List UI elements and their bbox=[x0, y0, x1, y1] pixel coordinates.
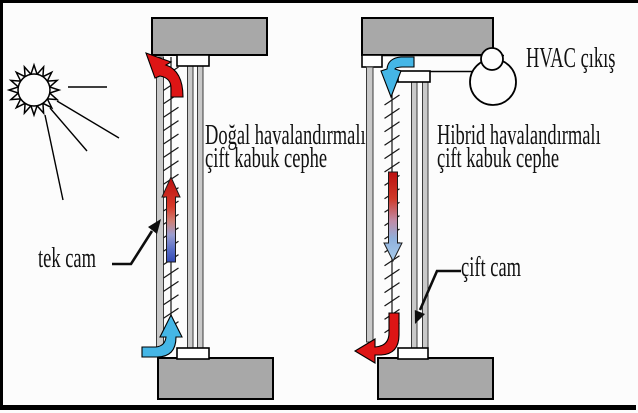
frame-top bbox=[0, 0, 638, 3]
supply-air-down-arrow-icon bbox=[383, 171, 403, 263]
inner-glass-pane-1 bbox=[187, 65, 194, 350]
blind-slat-tick bbox=[163, 307, 179, 319]
blind-slat-tick bbox=[163, 160, 179, 172]
cool-air-supply-arrow-icon bbox=[380, 56, 415, 99]
single-glass-label: tek cam bbox=[38, 243, 96, 274]
caption-line-2: çift kabuk cephe bbox=[205, 143, 328, 174]
inner-double-glass-pane-2 bbox=[422, 81, 429, 351]
concrete-slab-top bbox=[151, 17, 268, 56]
inner-double-glass-pane-1 bbox=[411, 81, 418, 351]
sun-ray bbox=[44, 114, 64, 201]
leader-arrowhead-icon bbox=[414, 310, 425, 324]
hybrid-facade-section bbox=[353, 17, 517, 400]
blind-slat-tick bbox=[384, 161, 400, 173]
natural-facade-section bbox=[141, 17, 274, 400]
fan-scroll-curl bbox=[480, 47, 504, 71]
sun-ray bbox=[49, 107, 88, 152]
blind-slat-tick bbox=[384, 121, 400, 133]
hvac-outlet-label: HVAC çıkış bbox=[526, 43, 616, 74]
tek-cam-leader-arrow bbox=[112, 219, 161, 266]
blind-slat-tick bbox=[384, 107, 400, 119]
caption-line-2: çift kabuk cephe bbox=[437, 143, 560, 174]
concrete-slab-bottom bbox=[157, 357, 274, 400]
natural-facade-caption: Doğal havalandırmalı çift kabuk cephe bbox=[205, 120, 366, 174]
blind-slat-tick bbox=[384, 134, 400, 146]
leader-line bbox=[418, 269, 461, 311]
blind-slat-tick bbox=[163, 267, 179, 279]
cift-cam-leader-arrow bbox=[414, 269, 461, 324]
sun-icon bbox=[6, 62, 120, 201]
lintel-box bbox=[361, 54, 383, 68]
frame-cap-top bbox=[176, 54, 210, 67]
caption-line-1: Doğal havalandırmalı bbox=[205, 120, 366, 151]
blind-slat-tick bbox=[384, 94, 400, 106]
warm-air-exhaust-arrow-icon bbox=[353, 312, 400, 364]
hybrid-facade-caption: Hibrid havalandırmalı çift kabuk cephe bbox=[437, 120, 601, 174]
blind-slat-tick bbox=[163, 146, 179, 158]
blind-slat-tick bbox=[384, 268, 400, 280]
blind-slat-tick bbox=[163, 133, 179, 145]
sun-disc bbox=[17, 73, 51, 107]
blind-slat-tick bbox=[163, 294, 179, 306]
frame-cap-bottom bbox=[397, 347, 429, 360]
warm-air-rise-arrow-icon bbox=[161, 175, 181, 263]
concrete-slab-top bbox=[361, 17, 494, 56]
outer-single-glass-pane bbox=[366, 66, 374, 343]
blind-slat-tick bbox=[384, 255, 400, 267]
blind-slat-tick bbox=[163, 120, 179, 132]
frame-left bbox=[0, 0, 3, 410]
concrete-slab-bottom bbox=[377, 357, 494, 400]
frame-cap-bottom bbox=[176, 347, 210, 360]
blind-slat-tick bbox=[163, 106, 179, 118]
blind-slat-tick bbox=[384, 295, 400, 307]
blind-slat-tick bbox=[163, 280, 179, 292]
cool-air-inlet-arrow-icon bbox=[141, 313, 183, 358]
leader-arrowhead-icon bbox=[148, 219, 161, 234]
blind-slat-tick bbox=[384, 148, 400, 160]
sun-ray bbox=[56, 100, 120, 139]
leader-line bbox=[112, 230, 154, 266]
double-glass-label: çift cam bbox=[461, 252, 522, 283]
warm-air-outlet-arrow-icon bbox=[145, 52, 184, 98]
frame-cap-top bbox=[397, 70, 431, 83]
outer-single-glass-pane bbox=[156, 56, 164, 348]
fan-icon bbox=[469, 47, 517, 106]
blind-slat-tick bbox=[384, 282, 400, 294]
frame-bottom bbox=[0, 405, 636, 410]
caption-line-1: Hibrid havalandırmalı bbox=[437, 120, 601, 151]
inner-glass-pane-2 bbox=[197, 65, 204, 350]
